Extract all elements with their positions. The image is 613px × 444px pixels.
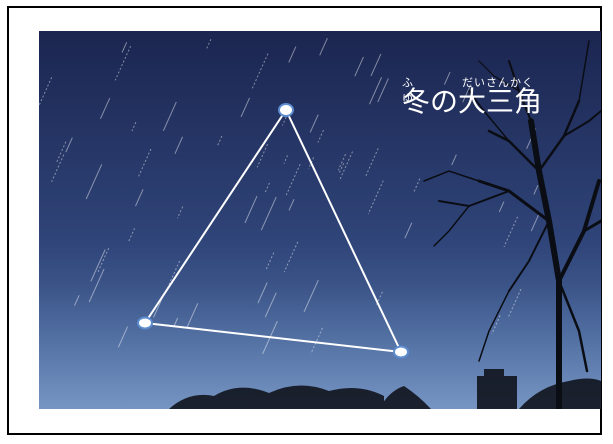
- triangle-lines: [144, 109, 402, 353]
- star-trail: [370, 53, 382, 77]
- star-trail: [251, 53, 269, 90]
- star-trail: [375, 291, 383, 307]
- star-trail: [283, 241, 299, 273]
- star-trail: [174, 136, 184, 154]
- star-trail: [443, 71, 451, 85]
- star-trail: [462, 84, 472, 103]
- star-trail: [127, 228, 136, 243]
- star-trail: [503, 216, 518, 248]
- star-trail: [451, 154, 457, 166]
- star-trail: [264, 182, 270, 194]
- triangle-edge-right: [285, 109, 402, 353]
- star-trail: [240, 97, 251, 118]
- night-sky-photo: [39, 31, 601, 409]
- star-trail: [260, 196, 277, 231]
- star-trail: [310, 327, 323, 354]
- star-trail: [281, 105, 292, 126]
- star-trail: [264, 292, 277, 318]
- star-trail: [283, 155, 289, 164]
- star-top: [278, 103, 294, 117]
- star-trail: [90, 249, 106, 282]
- star-trail: [121, 42, 128, 53]
- star-trail: [51, 154, 65, 182]
- star-trail: [354, 56, 364, 77]
- star-trail: [337, 154, 346, 171]
- star-trail: [498, 201, 505, 213]
- tree-silhouette: [423, 40, 601, 409]
- star-trail: [284, 163, 301, 198]
- star-trail: [377, 78, 389, 103]
- star-trail: [319, 38, 328, 56]
- star-trail: [216, 135, 223, 147]
- star-trail: [530, 213, 540, 232]
- star-trail: [257, 282, 268, 304]
- triangle-edge-top-left: [144, 109, 287, 324]
- star-trail: [507, 288, 522, 319]
- star-trail: [186, 303, 199, 329]
- star-trail: [135, 189, 144, 207]
- star-trail: [288, 46, 297, 63]
- star-trail: [404, 222, 413, 239]
- star-trail: [364, 148, 379, 178]
- star-trail: [369, 77, 383, 105]
- star-trail: [138, 148, 152, 177]
- star-right: [393, 345, 409, 359]
- star-trail: [491, 315, 501, 335]
- star-trail: [65, 137, 73, 153]
- star-trail: [309, 114, 319, 133]
- star-trail: [288, 199, 295, 211]
- star-trail: [88, 268, 105, 303]
- star-trail: [338, 151, 353, 181]
- star-trail: [256, 143, 269, 168]
- title-ruby-fuyu: ふゆ: [402, 76, 414, 105]
- star-trail: [206, 39, 212, 50]
- star-trail: [74, 295, 80, 306]
- triangle-edge-bottom: [144, 322, 402, 353]
- star-trail: [162, 101, 177, 132]
- title-ruby-daisankaku: だいさんかく: [462, 76, 534, 89]
- star-trail: [85, 164, 103, 200]
- star-trail: [97, 247, 110, 273]
- star-trail: [303, 280, 319, 313]
- star-trail: [533, 185, 539, 195]
- page-title: 冬の大三角: [402, 85, 543, 118]
- star-trail: [173, 317, 179, 327]
- star-trail: [117, 326, 129, 348]
- star-trail: [412, 178, 421, 194]
- star-left: [137, 316, 153, 330]
- stars: [137, 103, 409, 359]
- star-trail: [99, 97, 111, 119]
- star-trail: [265, 252, 275, 271]
- star-trail: [131, 122, 137, 132]
- star-trails: [39, 38, 540, 355]
- star-trail: [244, 195, 258, 224]
- star-trail: [338, 163, 345, 175]
- star-trail: [39, 77, 53, 106]
